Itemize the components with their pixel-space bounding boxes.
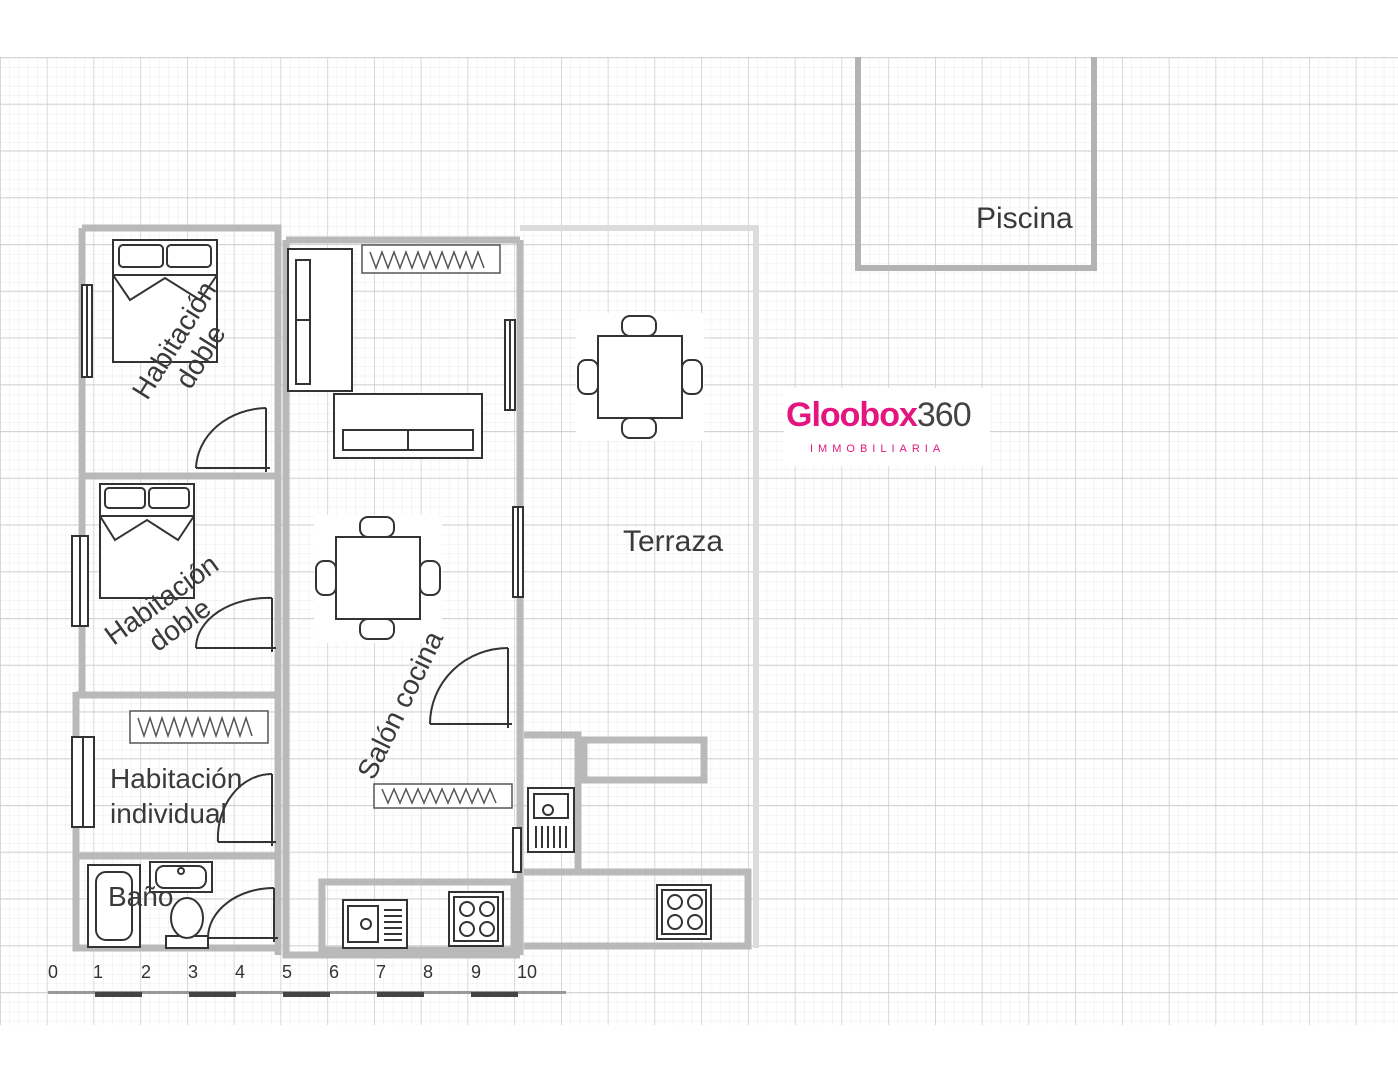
- grid-background: [0, 57, 1398, 1025]
- scale-label: 1: [93, 962, 104, 982]
- pool-outline: [855, 57, 1097, 271]
- dining-table-icon: [314, 515, 442, 643]
- terrace-label: Terraza: [623, 525, 724, 558]
- toilet-icon: [165, 897, 209, 949]
- logo-subtitle: IMMOBILIARIA: [810, 443, 946, 455]
- double-bed-icon: [99, 483, 195, 599]
- single-room-line1: Habitación: [110, 763, 243, 794]
- scale-label: 8: [423, 962, 434, 982]
- scale-label: 7: [376, 962, 387, 982]
- logo-number: 360: [916, 396, 972, 434]
- kitchen-sink-icon: [342, 899, 408, 949]
- windows: [71, 284, 524, 873]
- double-bed-icon: [112, 239, 218, 363]
- sofa-icon: [287, 248, 483, 459]
- bathroom-sink-icon: [149, 861, 213, 893]
- cooktop-icon: [448, 891, 504, 947]
- scale-label: 6: [329, 962, 340, 982]
- single-room-line2: individual: [110, 797, 227, 829]
- logo-brand: Gloobox: [786, 396, 918, 434]
- kitchen-sink-icon: [527, 787, 575, 853]
- scale-label: 4: [235, 962, 246, 982]
- cooktop-icon: [656, 884, 712, 940]
- door-icon: [194, 407, 512, 942]
- scale-label: 3: [188, 962, 199, 982]
- bathroom-label: Baño: [108, 881, 174, 912]
- wardrobes: [129, 244, 513, 809]
- scale-bar: [48, 991, 566, 997]
- single-room-label: Habitación individual: [110, 763, 243, 830]
- terrace-outline: [520, 225, 759, 948]
- scale-label: 5: [282, 962, 293, 982]
- logo-name: Gloobox360: [786, 396, 972, 435]
- dining-table-icon: [576, 313, 704, 441]
- scale-label: 9: [471, 962, 482, 982]
- gloobox360-logo: Gloobox360 IMMOBILIARIA: [784, 388, 990, 466]
- scale-label: 10: [517, 962, 538, 982]
- bathtub-icon: [87, 864, 141, 948]
- scale-label: 2: [141, 962, 152, 982]
- pool-label: Piscina: [976, 202, 1073, 235]
- scale-label: 0: [48, 962, 59, 982]
